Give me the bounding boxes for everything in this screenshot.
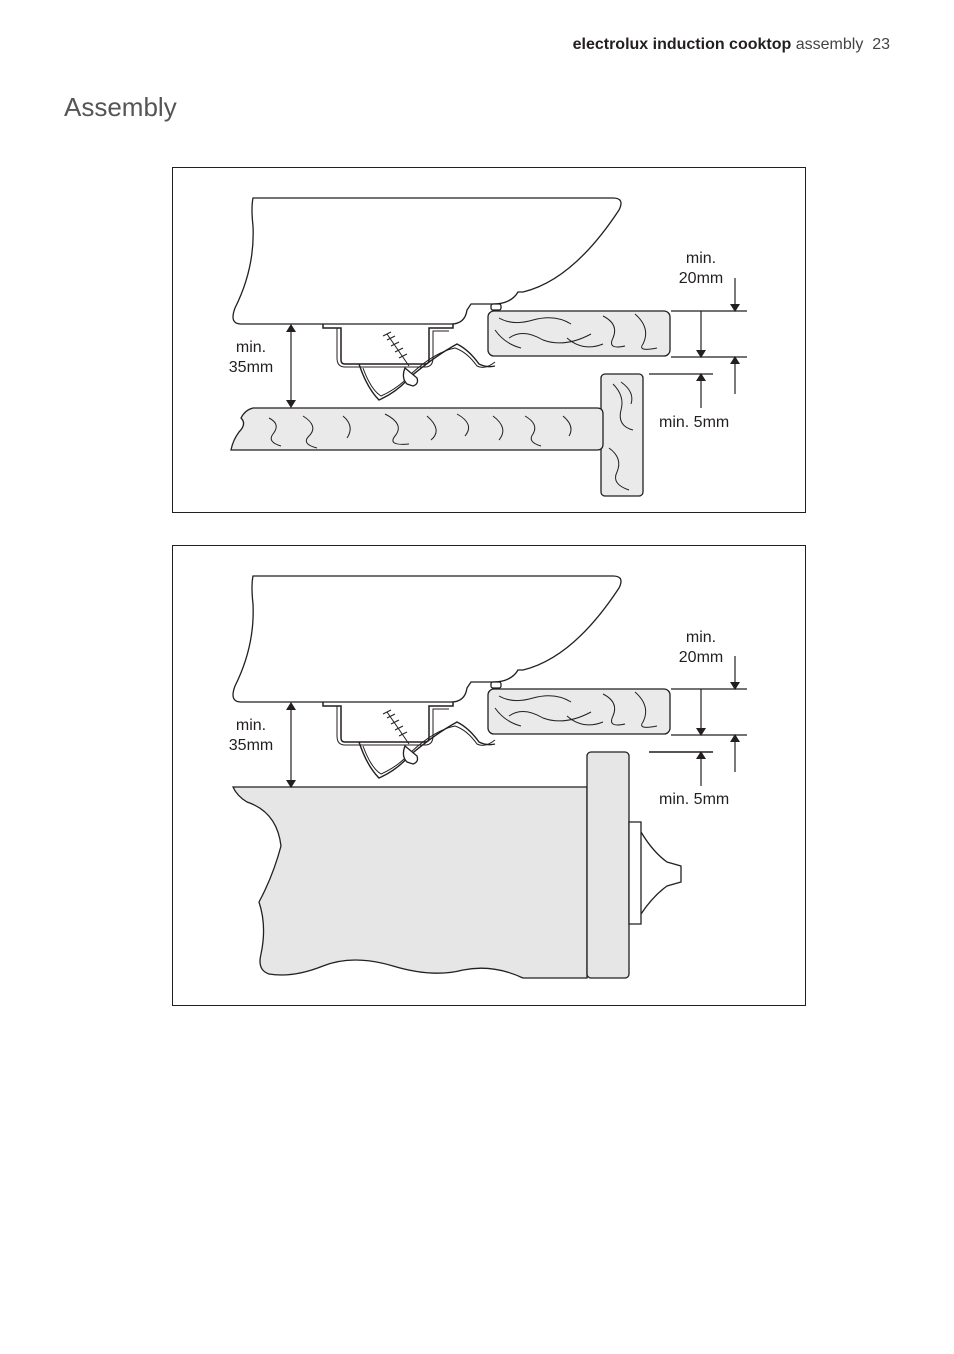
label-min-5mm: min. 5mm <box>659 414 730 431</box>
label-min-35mm: min. 35mm <box>223 716 279 756</box>
drawer-front <box>600 373 644 497</box>
worktop-panel <box>487 310 671 357</box>
cooktop-body <box>232 197 622 325</box>
label-min-20mm: min. 20mm <box>673 249 729 289</box>
drawer-diagram-illustration <box>230 197 747 497</box>
header-section: assembly <box>795 36 864 53</box>
label-min-20mm-line1: min. <box>685 250 717 267</box>
label-min-20mm-line1: min. <box>685 629 717 646</box>
screw <box>382 331 410 367</box>
label-min-20mm: min. 20mm <box>673 628 729 668</box>
label-min-35mm: min. 35mm <box>223 338 279 378</box>
cabinet-body <box>231 786 588 979</box>
assembly-diagram-drawer: min. 20mm min. 35mm min. 5mm <box>172 167 806 513</box>
cabinet-diagram-illustration <box>231 575 747 979</box>
label-min-20mm-line2: 20mm <box>678 649 724 666</box>
page-number: 23 <box>872 36 890 53</box>
label-min-35mm-line1: min. <box>235 717 267 734</box>
label-min-35mm-line2: 35mm <box>228 737 274 754</box>
cabinet-front <box>586 751 630 979</box>
worktop-panel <box>487 688 671 735</box>
header-brand: electrolux induction cooktop <box>572 36 792 53</box>
retaining-clip <box>358 343 496 401</box>
mounting-bracket <box>322 702 454 743</box>
cooktop-body <box>232 575 622 703</box>
mounting-bracket <box>322 324 454 365</box>
screw <box>382 709 410 745</box>
retaining-clip <box>358 721 496 779</box>
label-min-35mm-line2: 35mm <box>228 359 274 376</box>
label-min-35mm-line1: min. <box>235 339 267 356</box>
assembly-diagram-cabinet: min. 20mm min. 35mm min. 5mm <box>172 545 806 1006</box>
running-header: electrolux induction cooktop assembly 23 <box>573 36 890 54</box>
drawer-board <box>230 407 604 451</box>
drawer-knob <box>628 821 682 925</box>
label-min-20mm-line2: 20mm <box>678 270 724 287</box>
page-title: Assembly <box>64 92 177 122</box>
label-min-5mm: min. 5mm <box>659 791 730 808</box>
